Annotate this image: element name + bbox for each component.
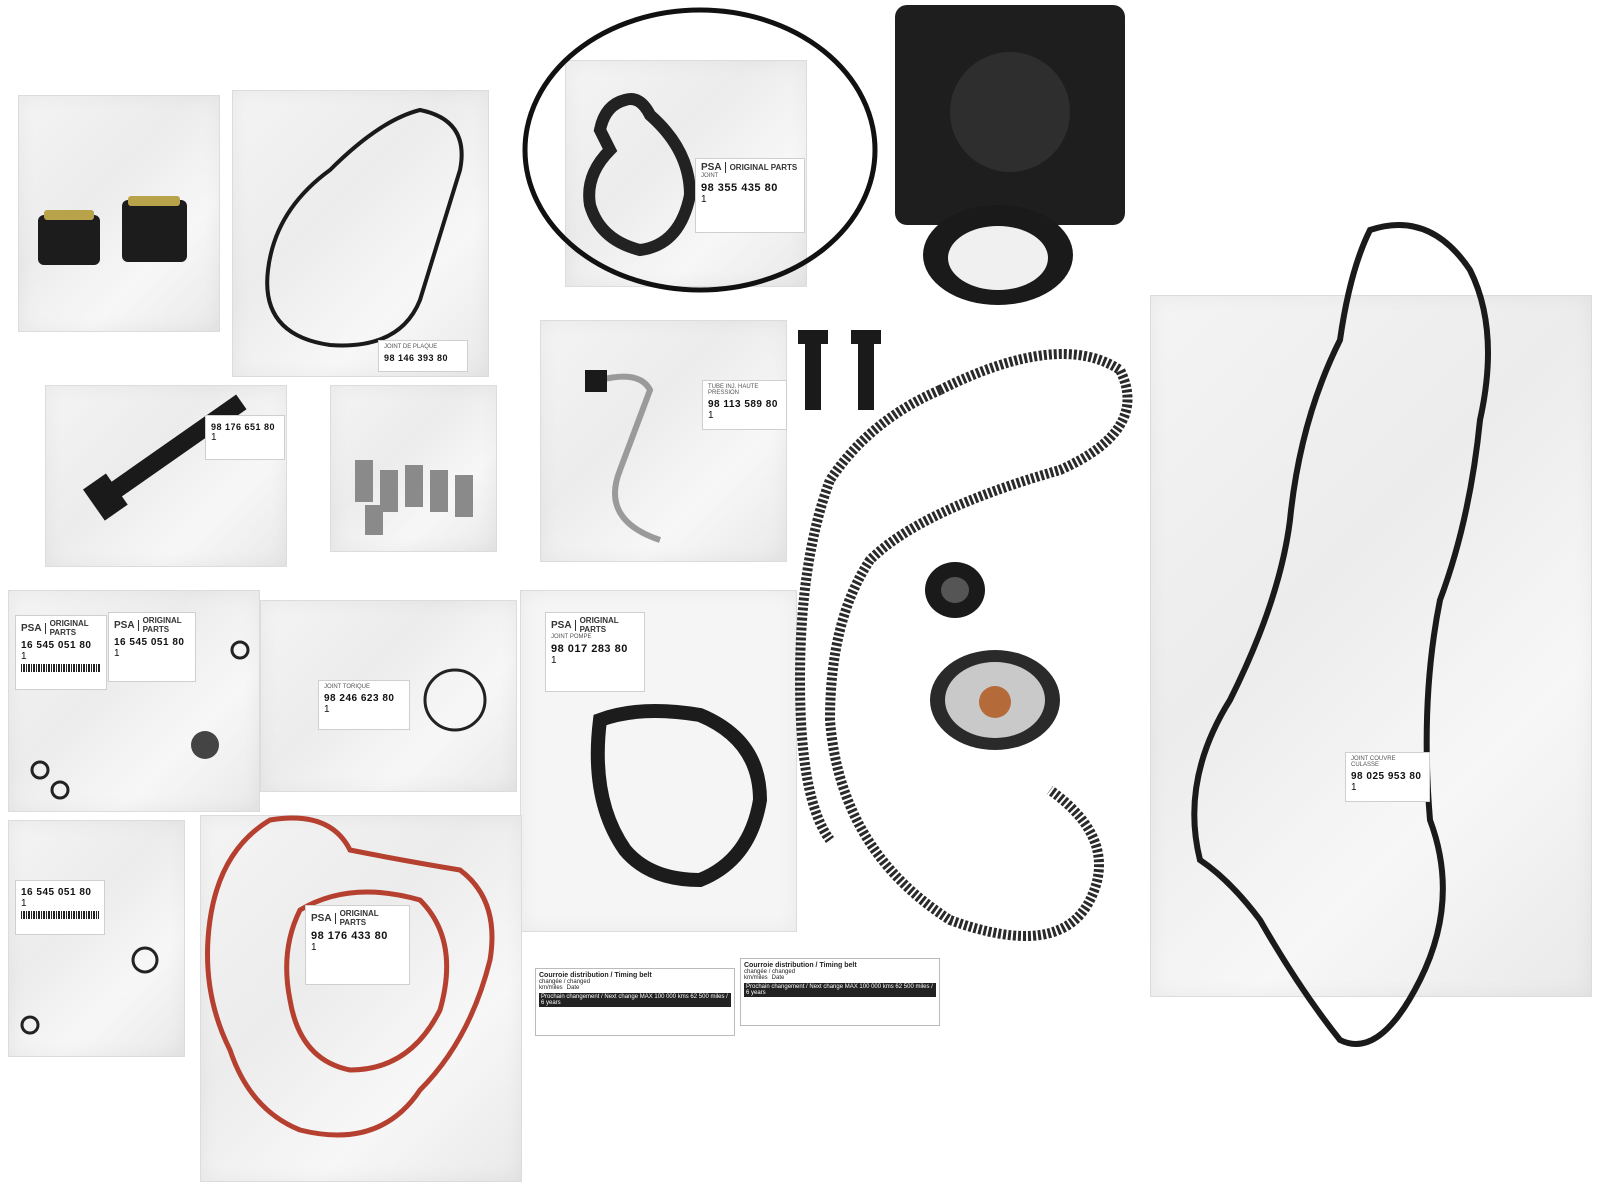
plug-cap-icon <box>38 196 187 265</box>
idler-pulley-icon <box>925 562 985 618</box>
oil-seal-icon <box>923 205 1073 305</box>
injector-pipe-icon <box>599 373 661 543</box>
label-o-ring: JOINT TORIQUE 98 246 623 80 1 <box>318 680 410 730</box>
plate-gasket-icon <box>265 107 464 348</box>
valve-cover-gasket-icon <box>1191 222 1491 1047</box>
label-plate-gasket: JOINT DE PLAQUE 98 146 393 80 <box>378 340 468 372</box>
bag-o-ring <box>260 600 517 792</box>
small-bolts-icon <box>355 460 473 535</box>
timing-belt-icon <box>824 349 1133 941</box>
water-pump-gasket-icon <box>590 704 768 888</box>
bag-injector-pipe <box>540 320 787 562</box>
label-seal-kit-3: 16 545 051 80 1 <box>15 880 105 935</box>
seal-plug-icon <box>191 731 219 759</box>
label-valve-cover-gasket: JOINT COUVRE CULASSE 98 025 953 80 1 <box>1345 752 1430 802</box>
bag-seal-kit-3 <box>8 820 185 1057</box>
bag-plate-gasket <box>232 90 489 377</box>
small-o-ring-icon <box>20 640 487 1035</box>
timing-sticker-1: Courroie distribution / Timing belt chan… <box>535 968 735 1036</box>
tensioner-icon <box>930 650 1060 750</box>
timing-sticker-2: Courroie distribution / Timing belt chan… <box>740 958 940 1026</box>
label-crank-bolt: 98 176 651 80 1 <box>205 415 285 460</box>
vacuum-gasket-icon <box>583 93 697 257</box>
label-injector-pipe: TUBE INJ. HAUTE PRESSION 98 113 589 80 1 <box>702 380 787 430</box>
bolt-icon <box>798 330 881 410</box>
large-o-ring-icon <box>522 7 878 293</box>
red-gasket-icon <box>205 815 495 1138</box>
